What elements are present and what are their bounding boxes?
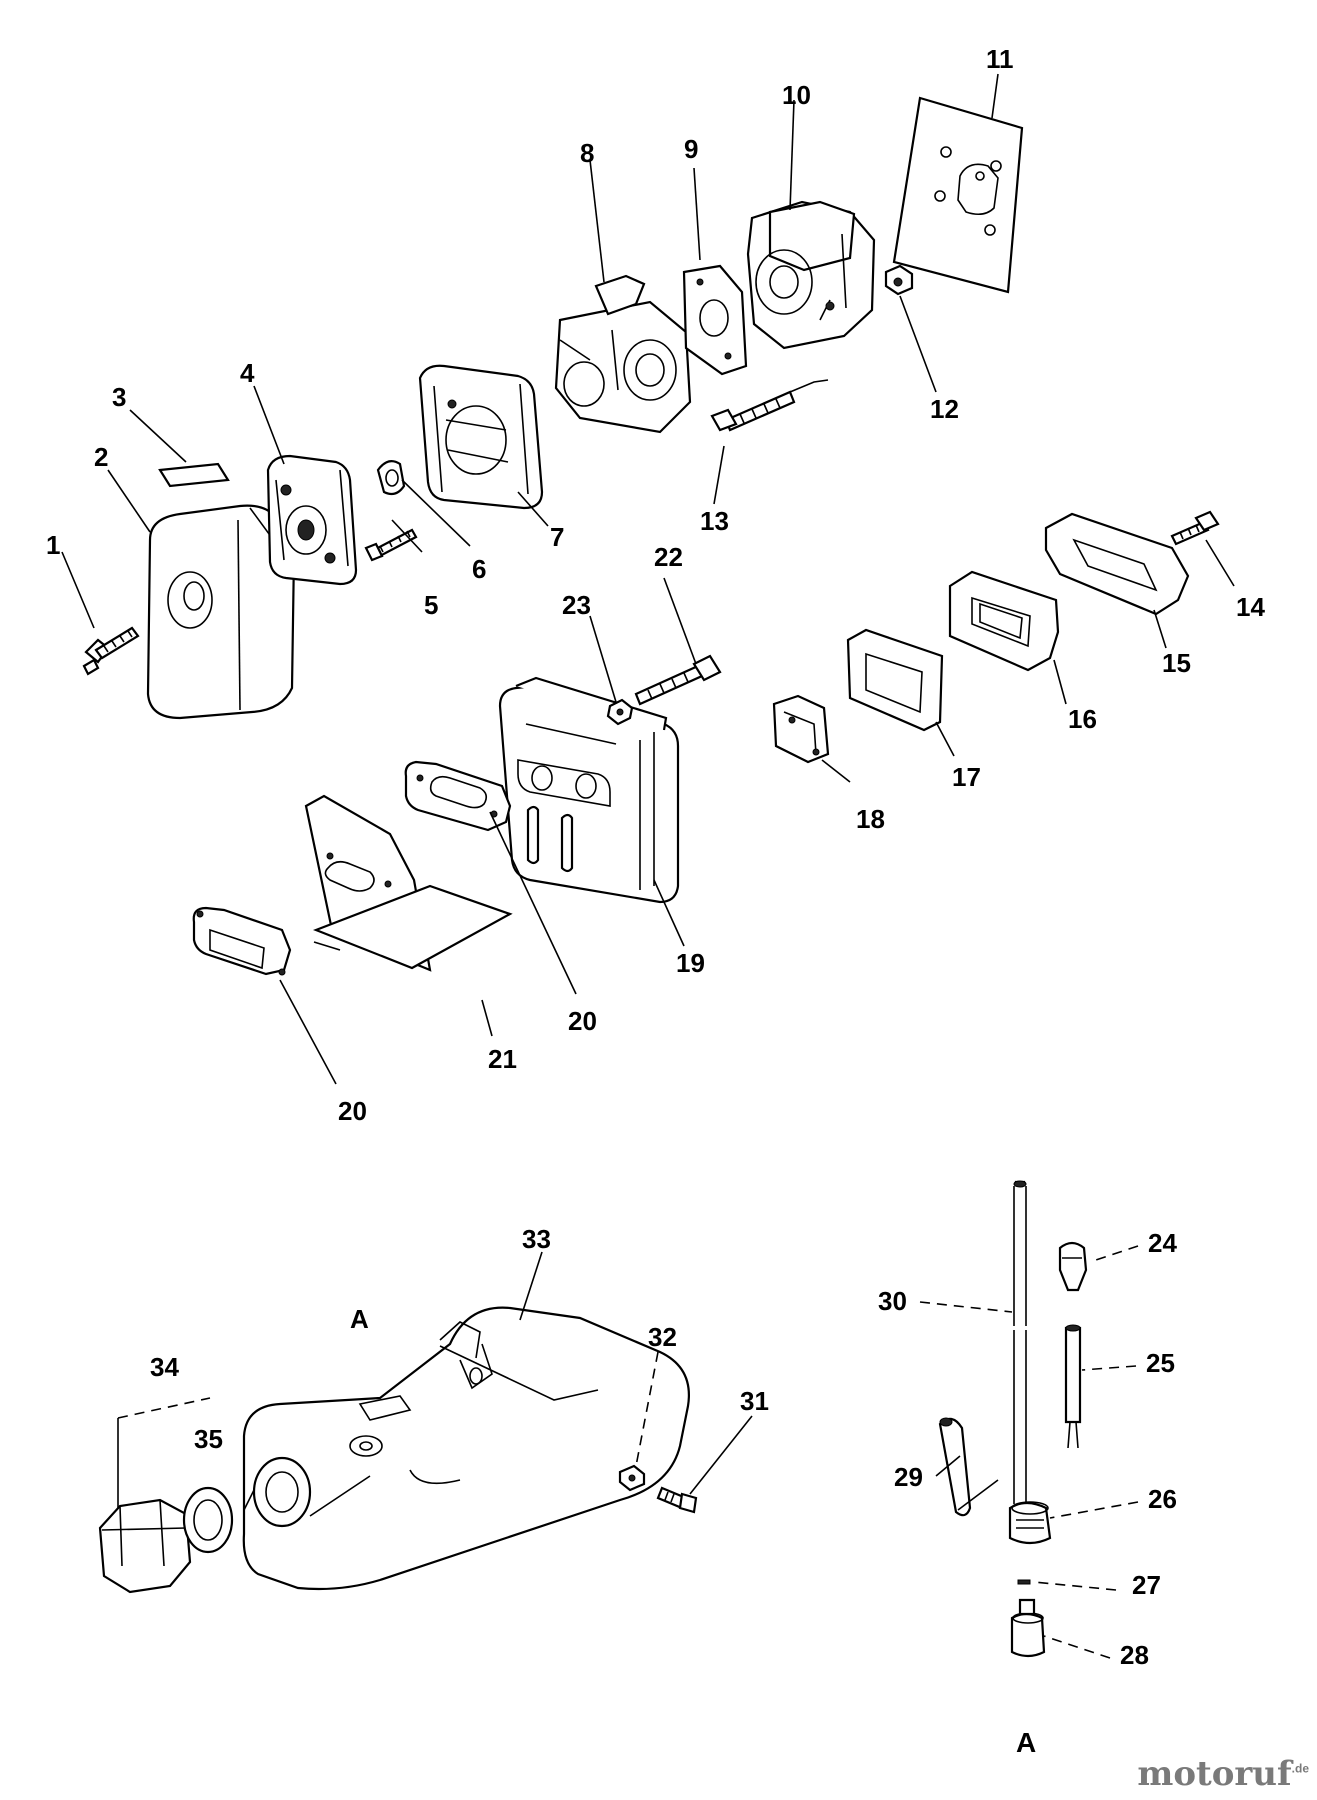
section-a-bottom-label: A xyxy=(1016,1727,1036,1758)
part-14-bolt xyxy=(1170,510,1220,546)
part-20-gasket-upper xyxy=(404,760,512,832)
callout-33: 33 xyxy=(522,1224,551,1254)
callout-10: 10 xyxy=(782,80,811,110)
part-2-filter-cover xyxy=(146,504,296,720)
callout-20-lower: 20 xyxy=(338,1096,367,1126)
part-33-fuel-tank xyxy=(242,1306,690,1591)
callout-20-upper: 20 xyxy=(568,1006,597,1036)
part-1-wing-screw xyxy=(82,626,140,676)
section-a-top-label: A xyxy=(350,1304,369,1334)
callout-35: 35 xyxy=(194,1424,223,1454)
callout-8: 8 xyxy=(580,138,594,168)
callout-15: 15 xyxy=(1162,648,1191,678)
callout-26: 26 xyxy=(1148,1484,1177,1514)
part-12-nut xyxy=(884,264,914,296)
part-21-bracket xyxy=(304,794,513,972)
callout-7: 7 xyxy=(550,522,564,552)
callout-1: 1 xyxy=(46,530,60,560)
callout-22: 22 xyxy=(654,542,683,572)
callout-9: 9 xyxy=(684,134,698,164)
part-11-shield-plate xyxy=(892,96,1024,294)
part-9-gasket xyxy=(682,264,748,376)
callout-6: 6 xyxy=(472,554,486,584)
callout-34: 34 xyxy=(150,1352,179,1382)
part-29-hose xyxy=(938,1417,999,1517)
callout-5: 5 xyxy=(424,590,438,620)
callout-16: 16 xyxy=(1068,704,1097,734)
callout-27: 27 xyxy=(1132,1570,1161,1600)
part-30-fuel-line xyxy=(1013,1180,1027,1504)
callout-21: 21 xyxy=(488,1044,517,1074)
callout-2: 2 xyxy=(94,442,108,472)
part-16-gasket xyxy=(948,570,1060,672)
part-15-exhaust-gasket xyxy=(1044,512,1190,616)
callout-17: 17 xyxy=(952,762,981,792)
callout-12: 12 xyxy=(930,394,959,424)
callout-28: 28 xyxy=(1120,1640,1149,1670)
part-22-muffler-bolt xyxy=(634,654,722,706)
part-3-filter-element xyxy=(158,462,230,488)
watermark-name: motoruf xyxy=(1137,1754,1292,1794)
part-10-insulator xyxy=(746,200,876,350)
part-20-gasket-lower xyxy=(192,906,292,976)
callout-11: 11 xyxy=(986,44,1014,74)
watermark-logo: motoruf.de xyxy=(1137,1754,1309,1794)
part-27-clip xyxy=(1017,1579,1031,1585)
callout-4: 4 xyxy=(240,358,255,388)
callout-25: 25 xyxy=(1146,1348,1175,1378)
callout-19: 19 xyxy=(676,948,705,978)
part-28-weight xyxy=(1010,1598,1046,1658)
leader-lines xyxy=(61,73,1235,1659)
part-24-grommet xyxy=(1058,1241,1088,1292)
part-34-fuel-cap xyxy=(98,1498,192,1594)
part-13-bolt xyxy=(710,379,829,432)
callout-24: 24 xyxy=(1148,1228,1177,1258)
callout-labels: 1 2 3 4 5 6 7 8 9 10 11 12 13 14 15 16 1… xyxy=(46,44,1265,1758)
part-23-washer xyxy=(606,698,634,726)
part-5-screw xyxy=(364,528,418,562)
callout-3: 3 xyxy=(112,382,126,412)
callout-14: 14 xyxy=(1236,592,1265,622)
part-32-washer xyxy=(618,1464,646,1492)
callout-30: 30 xyxy=(878,1286,907,1316)
part-35-cap-gasket xyxy=(182,1486,234,1554)
callout-31: 31 xyxy=(740,1386,769,1416)
callout-32: 32 xyxy=(648,1322,677,1352)
part-4-filter-base xyxy=(266,454,358,586)
part-26-filter xyxy=(1008,1501,1052,1545)
callout-18: 18 xyxy=(856,804,885,834)
part-25-tube xyxy=(1064,1324,1082,1449)
part-19-muffler xyxy=(498,676,680,904)
part-31-screw xyxy=(656,1486,698,1514)
watermark-suffix: .de xyxy=(1291,1761,1309,1776)
part-18-plate xyxy=(772,694,830,764)
callout-13: 13 xyxy=(700,506,729,536)
part-6-bushing xyxy=(376,459,406,496)
part-8-carburetor xyxy=(554,274,692,434)
callout-23: 23 xyxy=(562,590,591,620)
part-17-gasket xyxy=(846,628,944,732)
callout-29: 29 xyxy=(894,1462,923,1492)
part-7-adapter xyxy=(418,364,544,510)
